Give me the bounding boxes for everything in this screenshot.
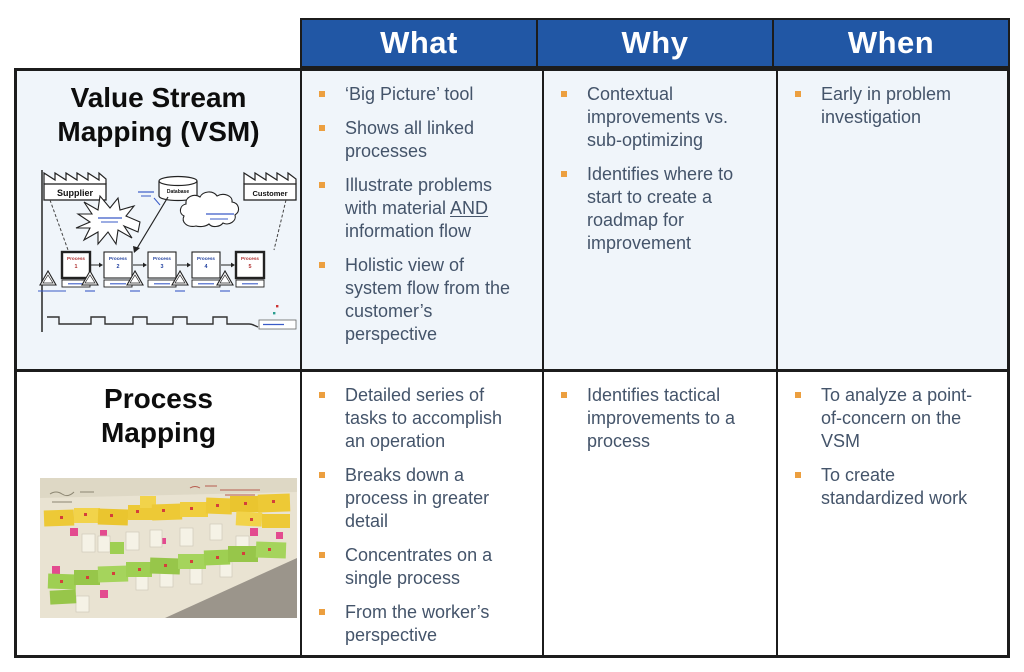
customer-label: Customer <box>252 189 287 198</box>
process-box-number: 1 <box>75 264 78 270</box>
header-cell-when: When <box>772 20 1008 66</box>
bullet-list-vsm-when: Early in problem investigation <box>778 71 1007 146</box>
cell-pm-label: Process Mapping <box>17 372 300 655</box>
supplier-label: Supplier <box>57 188 94 198</box>
bullet-item: Illustrate problems with material AND in… <box>316 174 536 243</box>
inventory-triangles <box>38 269 234 292</box>
photo-red-dots <box>60 500 275 521</box>
bullet-list-vsm-why: Contextual improvements vs. sub-optimizi… <box>544 71 776 272</box>
bullet-item: Breaks down a process in greater detail <box>316 464 536 533</box>
database-label: Database <box>167 189 189 195</box>
arrowhead <box>133 246 140 253</box>
inventory-triangle-icon <box>126 269 144 292</box>
process-boxes: Process 1 Process 2 Process 3 Process 4 Process 5 <box>60 250 266 288</box>
information-flow-label <box>138 191 161 206</box>
process-box: Process 5 <box>234 250 266 288</box>
process-box: Process 1 <box>60 250 103 288</box>
process-box-label: Process <box>109 256 127 261</box>
column-divider <box>542 71 544 655</box>
supplier-factory-icon: Supplier <box>43 171 107 201</box>
bullet-item: Shows all linked processes <box>316 117 536 163</box>
row-vsm-background <box>17 71 1007 372</box>
customer-link <box>273 199 287 251</box>
supplier-link <box>49 199 69 251</box>
process-box-number: 5 <box>249 264 252 270</box>
process-box: Process 3 <box>147 251 191 288</box>
row-title-vsm: Value Stream Mapping (VSM) <box>57 82 260 147</box>
process-mapping-photo <box>40 478 297 618</box>
bullet-item: Early in problem investigation <box>792 83 1001 129</box>
header-cell-why: Why <box>536 20 772 66</box>
bullet-item: Contextual improvements vs. sub-optimizi… <box>558 83 770 152</box>
cell-vsm-when: Early in problem investigation <box>778 71 1007 369</box>
cell-pm-when: To analyze a point- of-concern on the VS… <box>778 372 1007 655</box>
header-cell-what: What <box>380 25 458 60</box>
bullet-item: To analyze a point- of-concern on the VS… <box>792 384 1001 453</box>
inventory-triangle-icon <box>81 269 99 292</box>
bullet-list-pm-what: Detailed series of tasks to accomplish a… <box>302 372 542 655</box>
bullet-item: Concentrates on a single process <box>316 544 536 590</box>
process-box-number: 3 <box>161 264 164 270</box>
column-divider <box>300 71 302 655</box>
bullet-item: ‘Big Picture’ tool <box>316 83 536 106</box>
photo-handwriting <box>49 485 260 503</box>
cell-vsm-label: Value Stream Mapping (VSM) <box>17 71 300 369</box>
process-box-number: 4 <box>205 264 208 270</box>
inventory-triangle-icon <box>216 269 234 292</box>
cell-vsm-why: Contextual improvements vs. sub-optimizi… <box>544 71 776 369</box>
bullet-item: To create standardized work <box>792 464 1001 510</box>
process-box: Process 2 <box>103 251 147 288</box>
bullet-item: Detailed series of tasks to accomplish a… <box>316 384 536 453</box>
timeline-icon <box>47 316 259 328</box>
bullet-item: Holistic view of system flow from the cu… <box>316 254 536 346</box>
vsm-diagram: Supplier Database Customer <box>38 170 297 332</box>
starburst-icon <box>75 194 141 246</box>
timeline-legend <box>258 305 297 330</box>
inventory-triangle-icon <box>171 269 189 292</box>
bullet-list-pm-when: To analyze a point- of-concern on the VS… <box>778 372 1007 527</box>
photo-red-dots-green <box>60 548 271 583</box>
table-body: Value Stream Mapping (VSM) Supplier Data… <box>14 68 1010 658</box>
inventory-triangle-icon <box>38 269 66 292</box>
row-title-process-mapping: Process Mapping <box>100 383 217 448</box>
process-box-label: Process <box>67 256 85 261</box>
process-box-label: Process <box>241 256 259 261</box>
bullet-item: Identifies tactical improvements to a pr… <box>558 384 770 453</box>
bullet-list-pm-why: Identifies tactical improvements to a pr… <box>544 372 776 470</box>
cell-pm-why: Identifies tactical improvements to a pr… <box>544 372 776 655</box>
process-box-label: Process <box>197 256 215 261</box>
column-divider <box>776 71 778 655</box>
database-arrow <box>135 196 169 251</box>
process-box-label: Process <box>153 256 171 261</box>
cloud-icon <box>179 191 240 228</box>
table-header-row: What Why When <box>300 18 1010 68</box>
customer-factory-icon: Customer <box>243 171 297 201</box>
bullet-item: From the worker’s perspective <box>316 601 536 647</box>
cell-pm-what: Detailed series of tasks to accomplish a… <box>302 372 542 655</box>
bullet-item: Identifies where to start to create a ro… <box>558 163 770 255</box>
process-box-number: 2 <box>117 264 120 270</box>
